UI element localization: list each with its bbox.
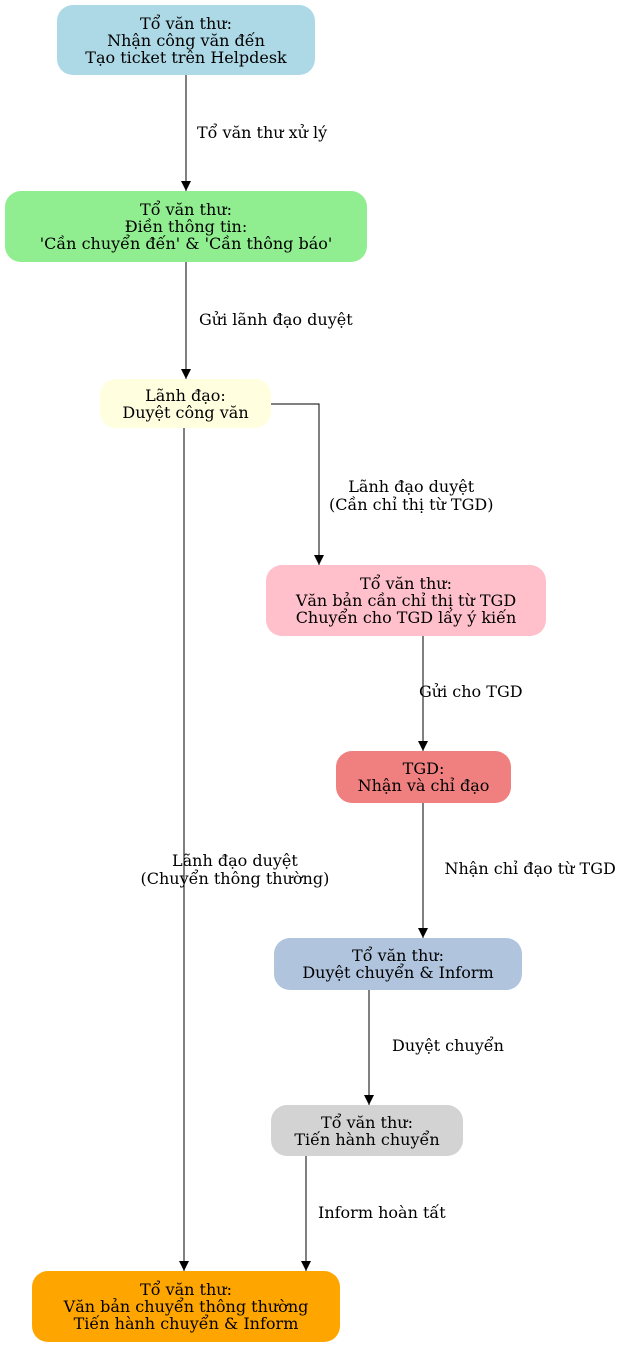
edge-leader-to-need-tgd bbox=[271, 403, 324, 565]
node-text-line: Nhận công văn đến bbox=[107, 30, 265, 50]
edge-label-approve-to-transfer: Duyệt chuyển bbox=[392, 1037, 504, 1055]
node-text-line: Duyệt chuyển & Inform bbox=[302, 963, 494, 982]
node-text-line: Tổ văn thư: bbox=[140, 1280, 232, 1299]
edge-label-leader-to-need-tgd: Lãnh đạo duyệt(Cần chỉ thị từ TGD) bbox=[329, 478, 493, 514]
node-text-line: Lãnh đạo: bbox=[145, 385, 226, 405]
edge-label-fill-to-leader: Gửi lãnh đạo duyệt bbox=[199, 311, 353, 329]
node-tgd: TGD:Nhận và chỉ đạo bbox=[336, 751, 511, 803]
node-text-line: TGD: bbox=[402, 759, 445, 778]
node-text-line: Nhận và chỉ đạo bbox=[357, 776, 490, 795]
edge-label-need-tgd-to-tgd: Gửi cho TGD bbox=[419, 683, 523, 701]
node-text-line: Tổ văn thư: bbox=[360, 574, 452, 593]
edge-label-line: (Chuyển thông thường) bbox=[140, 869, 330, 888]
edge-label-receive-to-fill: Tổ văn thư xử lý bbox=[197, 124, 327, 142]
edge-label-leader-to-normal: Lãnh đạo duyệt(Chuyển thông thường) bbox=[141, 852, 330, 888]
edge-label-line: Gửi lãnh đạo duyệt bbox=[199, 310, 353, 329]
node-text-line: Văn bản chuyển thông thường bbox=[63, 1297, 309, 1316]
edge-label-transfer-to-normal: Inform hoàn tất bbox=[318, 1204, 446, 1222]
node-transfer: Tổ văn thư:Tiến hành chuyển bbox=[271, 1105, 463, 1156]
edge-label-tgd-to-approve: Nhận chỉ đạo từ TGD bbox=[445, 860, 616, 878]
node-text-line: Tiến hành chuyển & Inform bbox=[73, 1314, 299, 1333]
node-text-line: Tổ văn thư: bbox=[352, 946, 444, 965]
edge-label-line: Lãnh đạo duyệt bbox=[348, 477, 475, 496]
edge-label-line: Nhận chỉ đạo từ TGD bbox=[444, 859, 616, 878]
node-text-line: Chuyển cho TGD lấy ý kiến bbox=[295, 608, 517, 627]
node-text-line: Điền thông tin: bbox=[124, 217, 248, 236]
node-text-line: Văn bản cần chỉ thị từ TGD bbox=[295, 591, 517, 610]
node-fill-info: Tổ văn thư:Điền thông tin:'Cần chuyển đế… bbox=[5, 191, 367, 262]
node-leader: Lãnh đạo:Duyệt công văn bbox=[100, 379, 271, 428]
edge-label-line: Tổ văn thư xử lý bbox=[197, 123, 328, 142]
node-text-line: Tổ văn thư: bbox=[140, 200, 232, 219]
node-approve-inform: Tổ văn thư:Duyệt chuyển & Inform bbox=[274, 938, 522, 990]
node-text-line: Tạo ticket trên Helpdesk bbox=[85, 47, 287, 67]
edge-label-line: Duyệt chuyển bbox=[392, 1036, 504, 1055]
edge-label-line: (Cần chỉ thị từ TGD) bbox=[329, 495, 494, 514]
edge-label-line: Gửi cho TGD bbox=[419, 682, 523, 701]
node-text-line: Tổ văn thư: bbox=[321, 1112, 413, 1132]
edge-label-line: Inform hoàn tất bbox=[318, 1203, 446, 1222]
node-text-line: Tổ văn thư: bbox=[140, 13, 232, 33]
node-text-line: Tiến hành chuyển bbox=[294, 1129, 440, 1149]
node-text-line: Duyệt công văn bbox=[122, 402, 249, 422]
edge-label-line: Lãnh đạo duyệt bbox=[171, 851, 298, 870]
node-text-line: 'Cần chuyển đến' & 'Cần thông báo' bbox=[39, 234, 333, 253]
